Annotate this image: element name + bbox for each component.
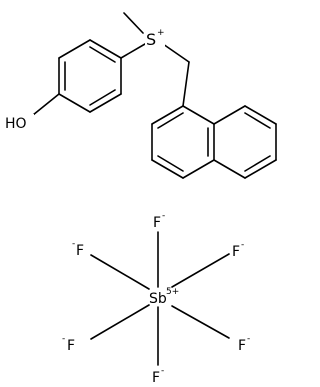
- fluorine-atom-label: F: [76, 243, 84, 259]
- bond-ring-to-oxygen: [32, 93, 60, 116]
- sulfur-atom-label: S: [146, 30, 156, 49]
- fluorine-atom-label: F: [238, 338, 246, 354]
- fluorine-atom-label: F: [67, 338, 75, 354]
- bond: [151, 105, 184, 125]
- fluorine-charge-label: -: [162, 211, 165, 221]
- naphthalene-ring-a: [151, 105, 215, 179]
- double-bond-inner: [244, 112, 271, 129]
- bond: [213, 159, 246, 179]
- naphthalene-ring-b: [213, 105, 277, 179]
- bond: [151, 159, 184, 179]
- bond: [58, 39, 91, 59]
- bond-sulfur-methylene: [162, 43, 190, 63]
- bond-sb-f-lower-right: [171, 305, 230, 339]
- chemical-structure-diagram: S + HO Sb 5+ F - - F F - - F F - F -: [4, 12, 277, 386]
- bond: [182, 159, 215, 179]
- double-bond-inner: [157, 112, 184, 129]
- bond-sb-f-upper-right: [171, 253, 230, 288]
- antimony-atom-label: Sb: [149, 291, 167, 307]
- bond: [213, 105, 246, 125]
- double-bond-inner: [89, 89, 116, 106]
- bond: [58, 93, 91, 113]
- bond-ring-to-sulfur: [120, 43, 146, 59]
- fluorine-charge-label: -: [72, 239, 75, 249]
- fluorine-atom-label: F: [152, 370, 160, 386]
- bond: [182, 105, 215, 125]
- fluorine-atom-label: F: [153, 215, 161, 231]
- phenol-ring: [58, 39, 122, 113]
- sulfur-charge-label: +: [157, 28, 165, 38]
- hexafluoroantimonate-anion: Sb 5+ F - - F F - - F F - F -: [62, 211, 250, 386]
- sulfonium-cation: S + HO: [4, 12, 277, 179]
- bond: [244, 105, 277, 125]
- bond-sb-f-lower-left: [90, 304, 150, 340]
- fluorine-charge-label: -: [241, 240, 244, 250]
- bond-sb-f-upper-left: [90, 254, 150, 290]
- bond-methylene-naphthyl: [182, 61, 190, 107]
- bond: [89, 39, 122, 59]
- double-bond-inner: [244, 155, 271, 172]
- bond: [244, 159, 277, 179]
- bond: [89, 93, 122, 113]
- hydroxyl-label: HO: [5, 116, 27, 132]
- bond-sulfur-methyl: [123, 12, 144, 34]
- fluorine-charge-label: -: [247, 334, 250, 344]
- antimony-charge-label: 5+: [166, 287, 179, 297]
- double-bond-inner: [89, 46, 116, 63]
- fluorine-atom-label: F: [232, 244, 240, 260]
- fluorine-charge-label: -: [161, 366, 164, 376]
- fluorine-charge-label: -: [62, 334, 65, 344]
- double-bond-inner: [157, 155, 184, 172]
